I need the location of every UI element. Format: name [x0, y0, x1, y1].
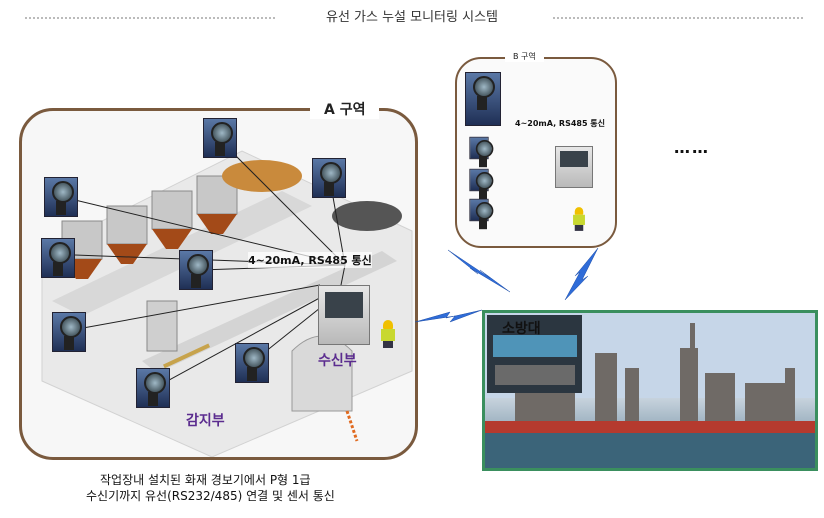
fire-station-photo — [485, 313, 815, 468]
worker-icon — [572, 207, 586, 231]
zone-a-title: A 구역 — [310, 99, 380, 119]
zone-a-comm-label: 4~20mA, RS485 통신 — [248, 252, 372, 268]
gas-sensor-icon — [469, 198, 494, 230]
fire-station-label: 소방대 — [502, 321, 541, 337]
gas-sensor-icon — [41, 238, 75, 278]
gas-sensor-icon — [203, 118, 237, 158]
zone-b-comm-label: 4~20mA, RS485 통신 — [515, 119, 606, 128]
worker-icon — [380, 320, 396, 348]
page-title: 유선 가스 누설 모니터링 시스템 — [0, 6, 824, 25]
gas-sensor-icon — [44, 177, 78, 217]
gas-sensor-icon — [52, 312, 86, 352]
detector-label: 감지부 — [186, 413, 225, 429]
gas-sensor-icon — [469, 136, 494, 168]
gas-sensor-icon — [469, 168, 494, 200]
gas-sensor-icon — [179, 250, 213, 290]
more-zones-indicator: …… — [674, 138, 710, 157]
title-left-dots — [25, 17, 275, 19]
caption-line-1: 작업장내 설치된 화재 경보기에서 P형 1급 — [100, 473, 311, 487]
receiver-panel — [318, 285, 370, 345]
fire-station-panel — [482, 310, 818, 471]
zone-b-title: B 구역 — [505, 51, 544, 62]
receiver-label: 수신부 — [318, 353, 357, 369]
gas-sensor-icon — [465, 72, 501, 126]
gas-sensor-icon — [235, 343, 269, 383]
title-right-dots — [553, 17, 803, 19]
receiver-panel — [555, 146, 593, 188]
gas-sensor-icon — [136, 368, 170, 408]
caption-line-2: 수신기까지 유선(RS232/485) 연결 및 센서 통신 — [86, 489, 335, 503]
gas-sensor-icon — [312, 158, 346, 198]
